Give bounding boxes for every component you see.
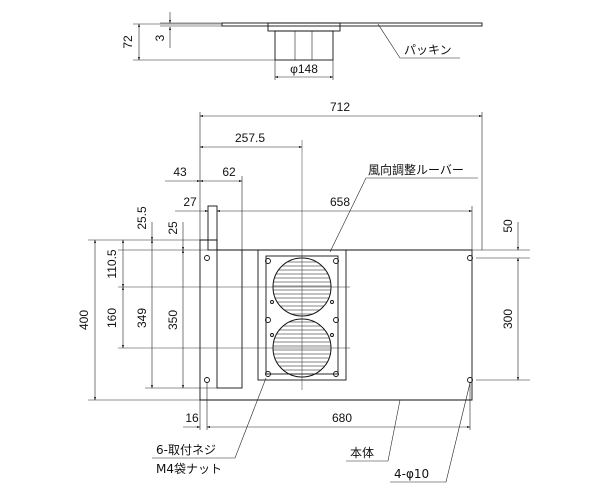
- mount-hole-top-right: [467, 255, 473, 261]
- dim-300: 300: [501, 309, 515, 329]
- dim-3: 3: [153, 34, 167, 41]
- dimensions: 712 257.5 43 62 27 658 25.5 25 110.5: [77, 100, 530, 430]
- front-view: [118, 140, 473, 401]
- mount-hole-bottom-left: [204, 377, 210, 383]
- louver-screws: [265, 258, 339, 377]
- holes-leader: [390, 382, 471, 483]
- dim-658: 658: [330, 195, 350, 209]
- gasket-plate: [221, 22, 483, 27]
- dim-257-5: 257.5: [235, 131, 265, 145]
- duct-collar: [274, 30, 334, 61]
- dim-712: 712: [330, 100, 350, 114]
- dim-349: 349: [135, 308, 149, 328]
- leaders: 風向調整ルーバー 本体 6-取付ネジ M4袋ナット 4-φ10: [152, 162, 478, 483]
- louver-leader: [329, 177, 478, 253]
- dim-50: 50: [501, 219, 515, 233]
- dim-400: 400: [77, 310, 91, 330]
- mount-hole-top-left: [204, 255, 210, 261]
- side-view: 72 3 φ148 パッキン: [121, 12, 483, 80]
- flange: [267, 22, 341, 32]
- body-leader: [346, 399, 401, 462]
- dim-25: 25: [166, 221, 180, 235]
- side-bracket: [216, 249, 243, 389]
- louver-label: 風向調整ルーバー: [368, 162, 464, 177]
- mount-hole-bottom-right: [467, 377, 473, 383]
- holes-label: 4-φ10: [394, 467, 429, 481]
- gasket-label: パッキン: [404, 43, 452, 57]
- dim-16: 16: [185, 411, 199, 425]
- dim-680: 680: [332, 411, 352, 425]
- gasket-leader: [377, 23, 460, 59]
- dim-350: 350: [166, 310, 180, 330]
- body-outline: [199, 239, 473, 401]
- dim-27: 27: [183, 195, 197, 209]
- dim-148: φ148: [290, 62, 318, 76]
- dim-160: 160: [105, 308, 119, 328]
- dim-110-5: 110.5: [105, 249, 119, 278]
- nut-label: M4袋ナット: [156, 462, 222, 476]
- mount-strip: [207, 205, 218, 251]
- dim-72: 72: [121, 35, 135, 49]
- dim-62: 62: [222, 165, 236, 179]
- dim-43: 43: [173, 165, 187, 179]
- body-label: 本体: [350, 446, 374, 460]
- screws-leader: [152, 377, 267, 459]
- screws-label: 6-取付ネジ: [156, 443, 216, 457]
- dim-25-5: 25.5: [135, 206, 149, 230]
